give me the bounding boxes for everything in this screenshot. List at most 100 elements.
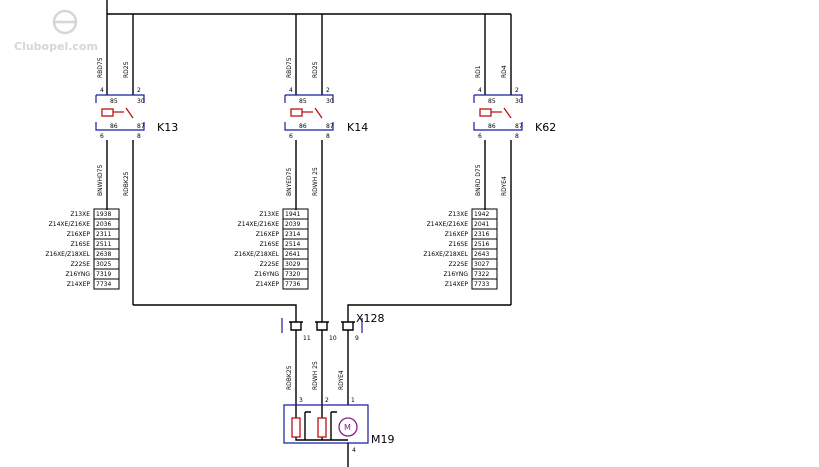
wire-label-m19-1: RDBK25 — [286, 365, 293, 390]
pin-k13-86: 86 — [110, 123, 118, 130]
pin-k62-87: 87 — [515, 123, 523, 130]
pin-k14-8: 8 — [326, 133, 330, 140]
x128-pin-9 — [341, 321, 355, 331]
engine-code: 3027 — [474, 261, 489, 268]
engine-label: Z16YNG — [254, 271, 279, 278]
engine-code: 2311 — [96, 231, 111, 238]
pin-k13-8: 8 — [137, 133, 141, 140]
engine-label: Z14XEP — [67, 281, 91, 288]
engine-code: 7319 — [96, 271, 111, 278]
pin-k13-4: 4 — [100, 87, 104, 94]
engine-label: Z16XEP — [445, 231, 469, 238]
pin-k14-30: 30 — [326, 98, 334, 105]
watermark-logo: Clubopel.com — [14, 9, 98, 53]
relay-k14-frame — [284, 94, 334, 131]
relay-k13-frame — [95, 94, 145, 131]
table-row-dividers — [94, 218, 119, 280]
wire-label-k14-bottom-right: RDWH 25 — [312, 167, 319, 196]
x128-pin-11 — [289, 321, 303, 331]
pin-k62-85: 85 — [488, 98, 496, 105]
engine-label: Z16XE/Z18XEL — [45, 251, 90, 258]
m19-pin-2: 2 — [325, 397, 329, 404]
watermark-text: Clubopel.com — [14, 40, 98, 53]
pin-k13-87: 87 — [137, 123, 145, 130]
engine-code: 2641 — [285, 251, 300, 258]
pin-k62-86: 86 — [488, 123, 496, 130]
pin-k14-87: 87 — [326, 123, 334, 130]
engine-code: 2643 — [474, 251, 489, 258]
engine-label: Z16XEP — [67, 231, 91, 238]
pin-k14-85: 85 — [299, 98, 307, 105]
pin-k14-4: 4 — [289, 87, 293, 94]
pin-k62-2: 2 — [515, 87, 519, 94]
engine-code: 1942 — [474, 211, 489, 218]
relay-k13: RBD75 RD25 4 2 85 30 86 87 6 8 K13 BNWHD… — [95, 57, 178, 196]
engine-code: 3029 — [285, 261, 300, 268]
engine-code: 3025 — [96, 261, 111, 268]
wire-label-k62-bottom-right: RDYE4 — [501, 176, 508, 196]
pin-k14-2: 2 — [326, 87, 330, 94]
engine-label: Z14XE/Z16XE — [427, 221, 469, 228]
engine-label: Z16SE — [260, 241, 280, 248]
pin-k13-6: 6 — [100, 133, 104, 140]
x128-pin-label-9: 9 — [355, 335, 359, 342]
table-row-dividers — [283, 218, 308, 280]
engine-code: 2511 — [96, 241, 111, 248]
x128-pin-label-10: 10 — [329, 335, 337, 342]
table-row-dividers — [472, 218, 497, 280]
engine-label: Z16XE/Z18XEL — [234, 251, 279, 258]
engine-label: Z16YNG — [443, 271, 468, 278]
wire-label-k14-left: RBD75 — [286, 57, 293, 78]
engine-code: 7736 — [285, 281, 300, 288]
relay-k62-coil — [479, 108, 492, 117]
engine-code: 2514 — [285, 241, 300, 248]
engine-label: Z14XEP — [256, 281, 280, 288]
engine-label: Z14XE/Z16XE — [238, 221, 280, 228]
engine-code: 7322 — [474, 271, 489, 278]
relay-k62-frame — [473, 94, 523, 131]
relay-k13-coil — [101, 108, 114, 117]
relay-k13-name: K13 — [157, 121, 178, 134]
engine-code: 2036 — [96, 221, 111, 228]
wire-label-k14-bottom-left: BNYED75 — [286, 168, 293, 196]
pin-k14-86: 86 — [299, 123, 307, 130]
relay-k62-name: K62 — [535, 121, 556, 134]
x128-name: X128 — [356, 312, 385, 325]
engine-code: 2041 — [474, 221, 489, 228]
relay-k14-coil — [290, 108, 303, 117]
pin-k62-30: 30 — [515, 98, 523, 105]
engine-label: Z16SE — [71, 241, 91, 248]
pin-k13-30: 30 — [137, 98, 145, 105]
m19-pin-4: 4 — [352, 447, 356, 454]
engine-code: 2638 — [96, 251, 111, 258]
relay-k62: RD1 RD4 4 2 85 30 86 87 6 8 K62 BNRD D75… — [473, 65, 556, 196]
relay-k14: RBD75 RD25 4 2 85 30 86 87 6 8 K14 BNYED… — [284, 57, 368, 196]
pin-k62-4: 4 — [478, 87, 482, 94]
m19-pin-3: 3 — [299, 397, 303, 404]
pin-k62-6: 6 — [478, 133, 482, 140]
engine-label: Z16XEP — [256, 231, 280, 238]
wire-label-k62-left: RD1 — [475, 65, 482, 78]
engine-code: 2316 — [474, 231, 489, 238]
pin-k13-85: 85 — [110, 98, 118, 105]
m19-pin-1: 1 — [351, 397, 355, 404]
m19-resistor-1 — [291, 417, 301, 438]
wire-label-k13-left: RBD75 — [97, 57, 104, 78]
wire-label-k62-bottom-left: BNRD D75 — [475, 164, 482, 196]
wire-label-m19-3: RDYE4 — [338, 370, 345, 390]
wire-label-k62-right: RD4 — [501, 65, 508, 78]
relay-k62-contact — [491, 107, 512, 119]
relay-k14-contact — [302, 107, 323, 119]
engine-code: 1941 — [285, 211, 300, 218]
wire-label-k13-bottom-left: BNWHD75 — [97, 165, 104, 196]
pin-k62-8: 8 — [515, 133, 519, 140]
x128-frame — [281, 318, 363, 333]
relay-k14-name: K14 — [347, 121, 368, 134]
engine-code: 2039 — [285, 221, 300, 228]
relay-k13-contact — [113, 107, 134, 119]
engine-label: Z13XE — [448, 211, 468, 218]
engine-label: Z14XE/Z16XE — [49, 221, 91, 228]
